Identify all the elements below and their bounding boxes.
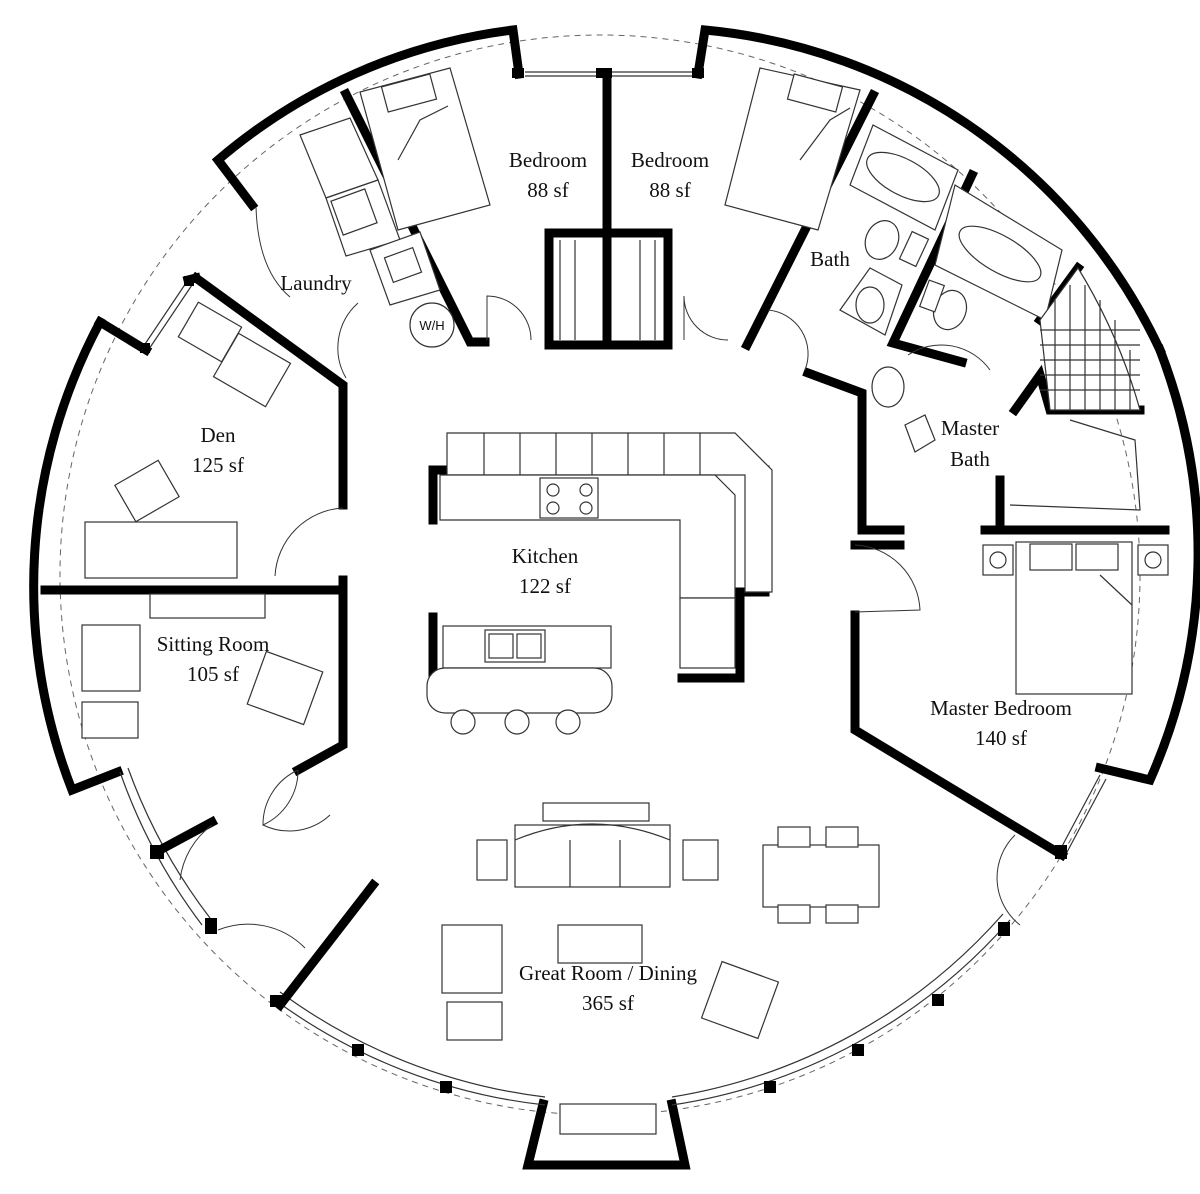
bath-fixtures xyxy=(839,124,959,336)
kitchen-name: Kitchen xyxy=(512,544,579,568)
bedroom-2-name: Bedroom xyxy=(631,148,709,172)
bedroom-2-area: 88 sf xyxy=(649,178,690,202)
master-bedroom-name: Master Bedroom xyxy=(930,696,1072,720)
den-area: 125 sf xyxy=(192,453,244,477)
master-bed xyxy=(982,541,1169,695)
kitchen-area: 122 sf xyxy=(519,574,571,598)
den-name: Den xyxy=(201,423,236,447)
sitting-room-furniture xyxy=(81,593,324,739)
bedroom-2-bed xyxy=(724,67,861,231)
bedroom-1-name: Bedroom xyxy=(509,148,587,172)
master-bedroom-area: 140 sf xyxy=(975,726,1027,750)
kitchen-sink xyxy=(484,629,546,663)
dining-table xyxy=(762,844,880,908)
laundry-fixtures: W/H xyxy=(299,117,455,348)
sitting-room-name: Sitting Room xyxy=(157,632,270,656)
sitting-room-area: 105 sf xyxy=(187,662,239,686)
bedroom-1-bed xyxy=(359,67,491,231)
great-room-furniture xyxy=(441,802,880,1135)
bedroom-1-area: 88 sf xyxy=(527,178,568,202)
room-labels: Bedroom 88 sf Bedroom 88 sf Bath Laundry… xyxy=(157,148,1072,1015)
closet-rods xyxy=(559,240,656,340)
bath-name: Bath xyxy=(810,247,850,271)
master-bath-name-line2: Bath xyxy=(950,447,990,471)
master-bath-name-line1: Master xyxy=(941,416,999,440)
den-furniture xyxy=(84,301,292,579)
great-room-area: 365 sf xyxy=(582,991,634,1015)
water-heater-label: W/H xyxy=(419,318,444,333)
master-bath-fixtures xyxy=(871,184,1141,511)
laundry-name: Laundry xyxy=(280,271,352,295)
kitchen-fixtures xyxy=(426,432,773,735)
shower-tiles xyxy=(1039,266,1141,411)
door-swings xyxy=(179,206,1021,949)
water-heater-icon xyxy=(409,302,455,348)
great-room-name: Great Room / Dining xyxy=(519,961,697,985)
